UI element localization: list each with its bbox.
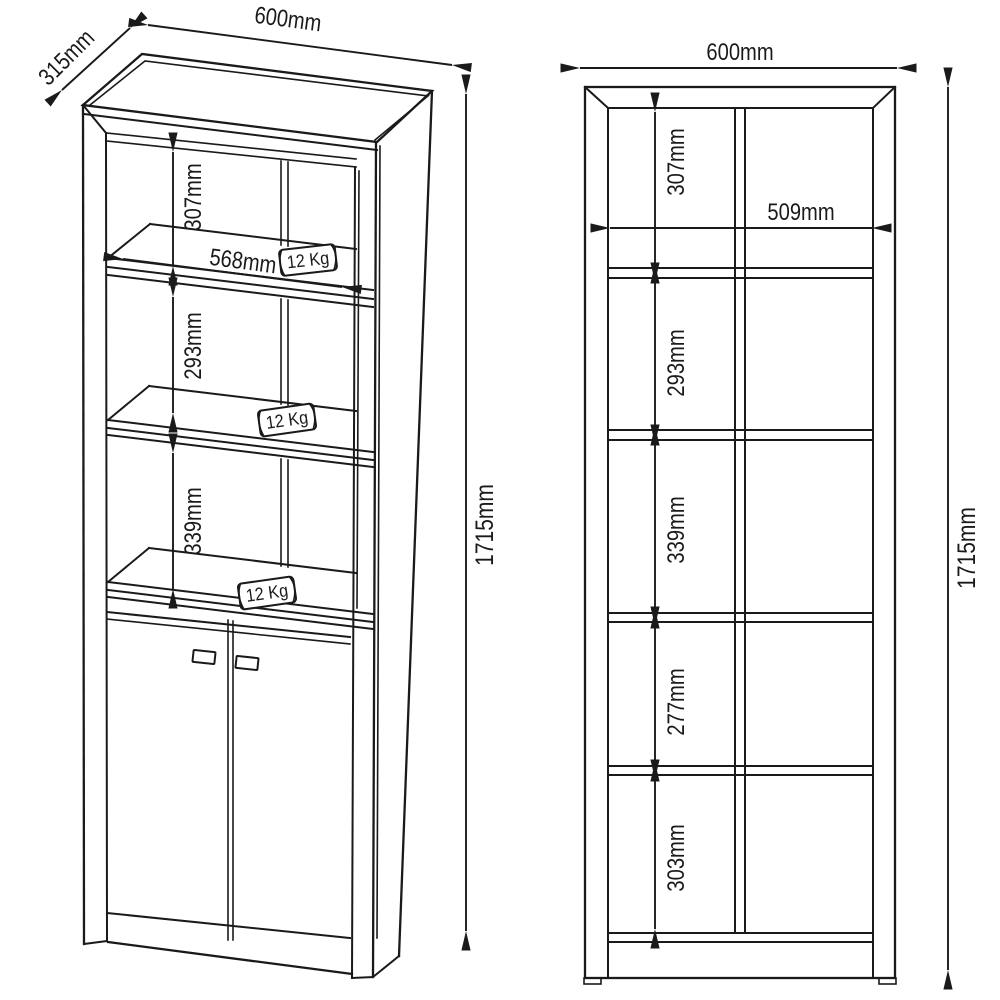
dim-label-right-compartment-4: 277mm (662, 668, 689, 735)
dim-label-right-compartment-2: 293mm (662, 329, 689, 396)
weight-tag-2: 12 Kg (256, 402, 318, 438)
dim-label-left-shelf-width: 568mm (208, 243, 278, 279)
weight-tag-1-label: 12 Kg (286, 248, 330, 273)
weight-tag-1: 12 Kg (278, 243, 338, 277)
door-handle-right (234, 654, 260, 672)
dim-left-compartment-3: 339mm (168, 433, 206, 609)
shelf-unit-shelves (607, 267, 874, 943)
dim-right-inner-width: 509mm (590, 198, 892, 233)
dim-right-compartment-5: 303mm (650, 759, 689, 949)
dim-label-left-height: 1715mm (470, 484, 498, 566)
shelf-unit-divider (734, 107, 746, 934)
dim-label-right-inner-width: 509mm (767, 198, 834, 225)
dim-right-compartment-1: 307mm (650, 92, 689, 284)
center-divider (280, 160, 289, 568)
dim-label-left-compartment-2: 293mm (179, 312, 206, 379)
dim-label-right-compartment-1: 307mm (662, 128, 689, 195)
dim-left-height: 1715mm (461, 74, 498, 951)
door-handle-left (191, 648, 217, 666)
weight-tag-3: 12 Kg (236, 575, 298, 611)
dim-right-height: 1715mm (943, 67, 980, 990)
right-view-front: 600mm 509mm 1715mm 307mm 293mm 339mm 277… (560, 38, 980, 990)
dim-left-depth: 315mm (33, 11, 148, 107)
dim-label-left-compartment-1: 307mm (179, 163, 206, 230)
dim-label-right-compartment-3: 339mm (662, 496, 689, 563)
dim-left-compartment-1: 307mm (168, 132, 206, 286)
dim-label-right-width: 600mm (706, 38, 773, 65)
dim-right-compartment-3: 339mm (650, 424, 689, 629)
dim-right-compartment-4: 277mm (650, 606, 689, 782)
left-view-perspective: 600mm 315mm 1715mm 307mm 568mm 293mm (33, 1, 498, 980)
dim-label-right-compartment-5: 303mm (662, 824, 689, 891)
dim-right-compartment-2: 293mm (650, 262, 689, 446)
dim-label-left-depth: 315mm (33, 24, 100, 91)
dim-right-width: 600mm (560, 38, 917, 73)
shelf-unit-frame (583, 85, 897, 985)
cabinet-doors (105, 610, 352, 941)
dim-left-top-width: 600mm (128, 1, 472, 73)
dim-left-compartment-2: 293mm (168, 277, 206, 433)
dim-label-left-compartment-3: 339mm (179, 487, 206, 554)
dim-label-left-top-width: 600mm (253, 1, 323, 37)
shelf-2 (106, 384, 375, 469)
cabinet-carcass (81, 89, 434, 980)
dim-label-right-height: 1715mm (952, 507, 980, 589)
